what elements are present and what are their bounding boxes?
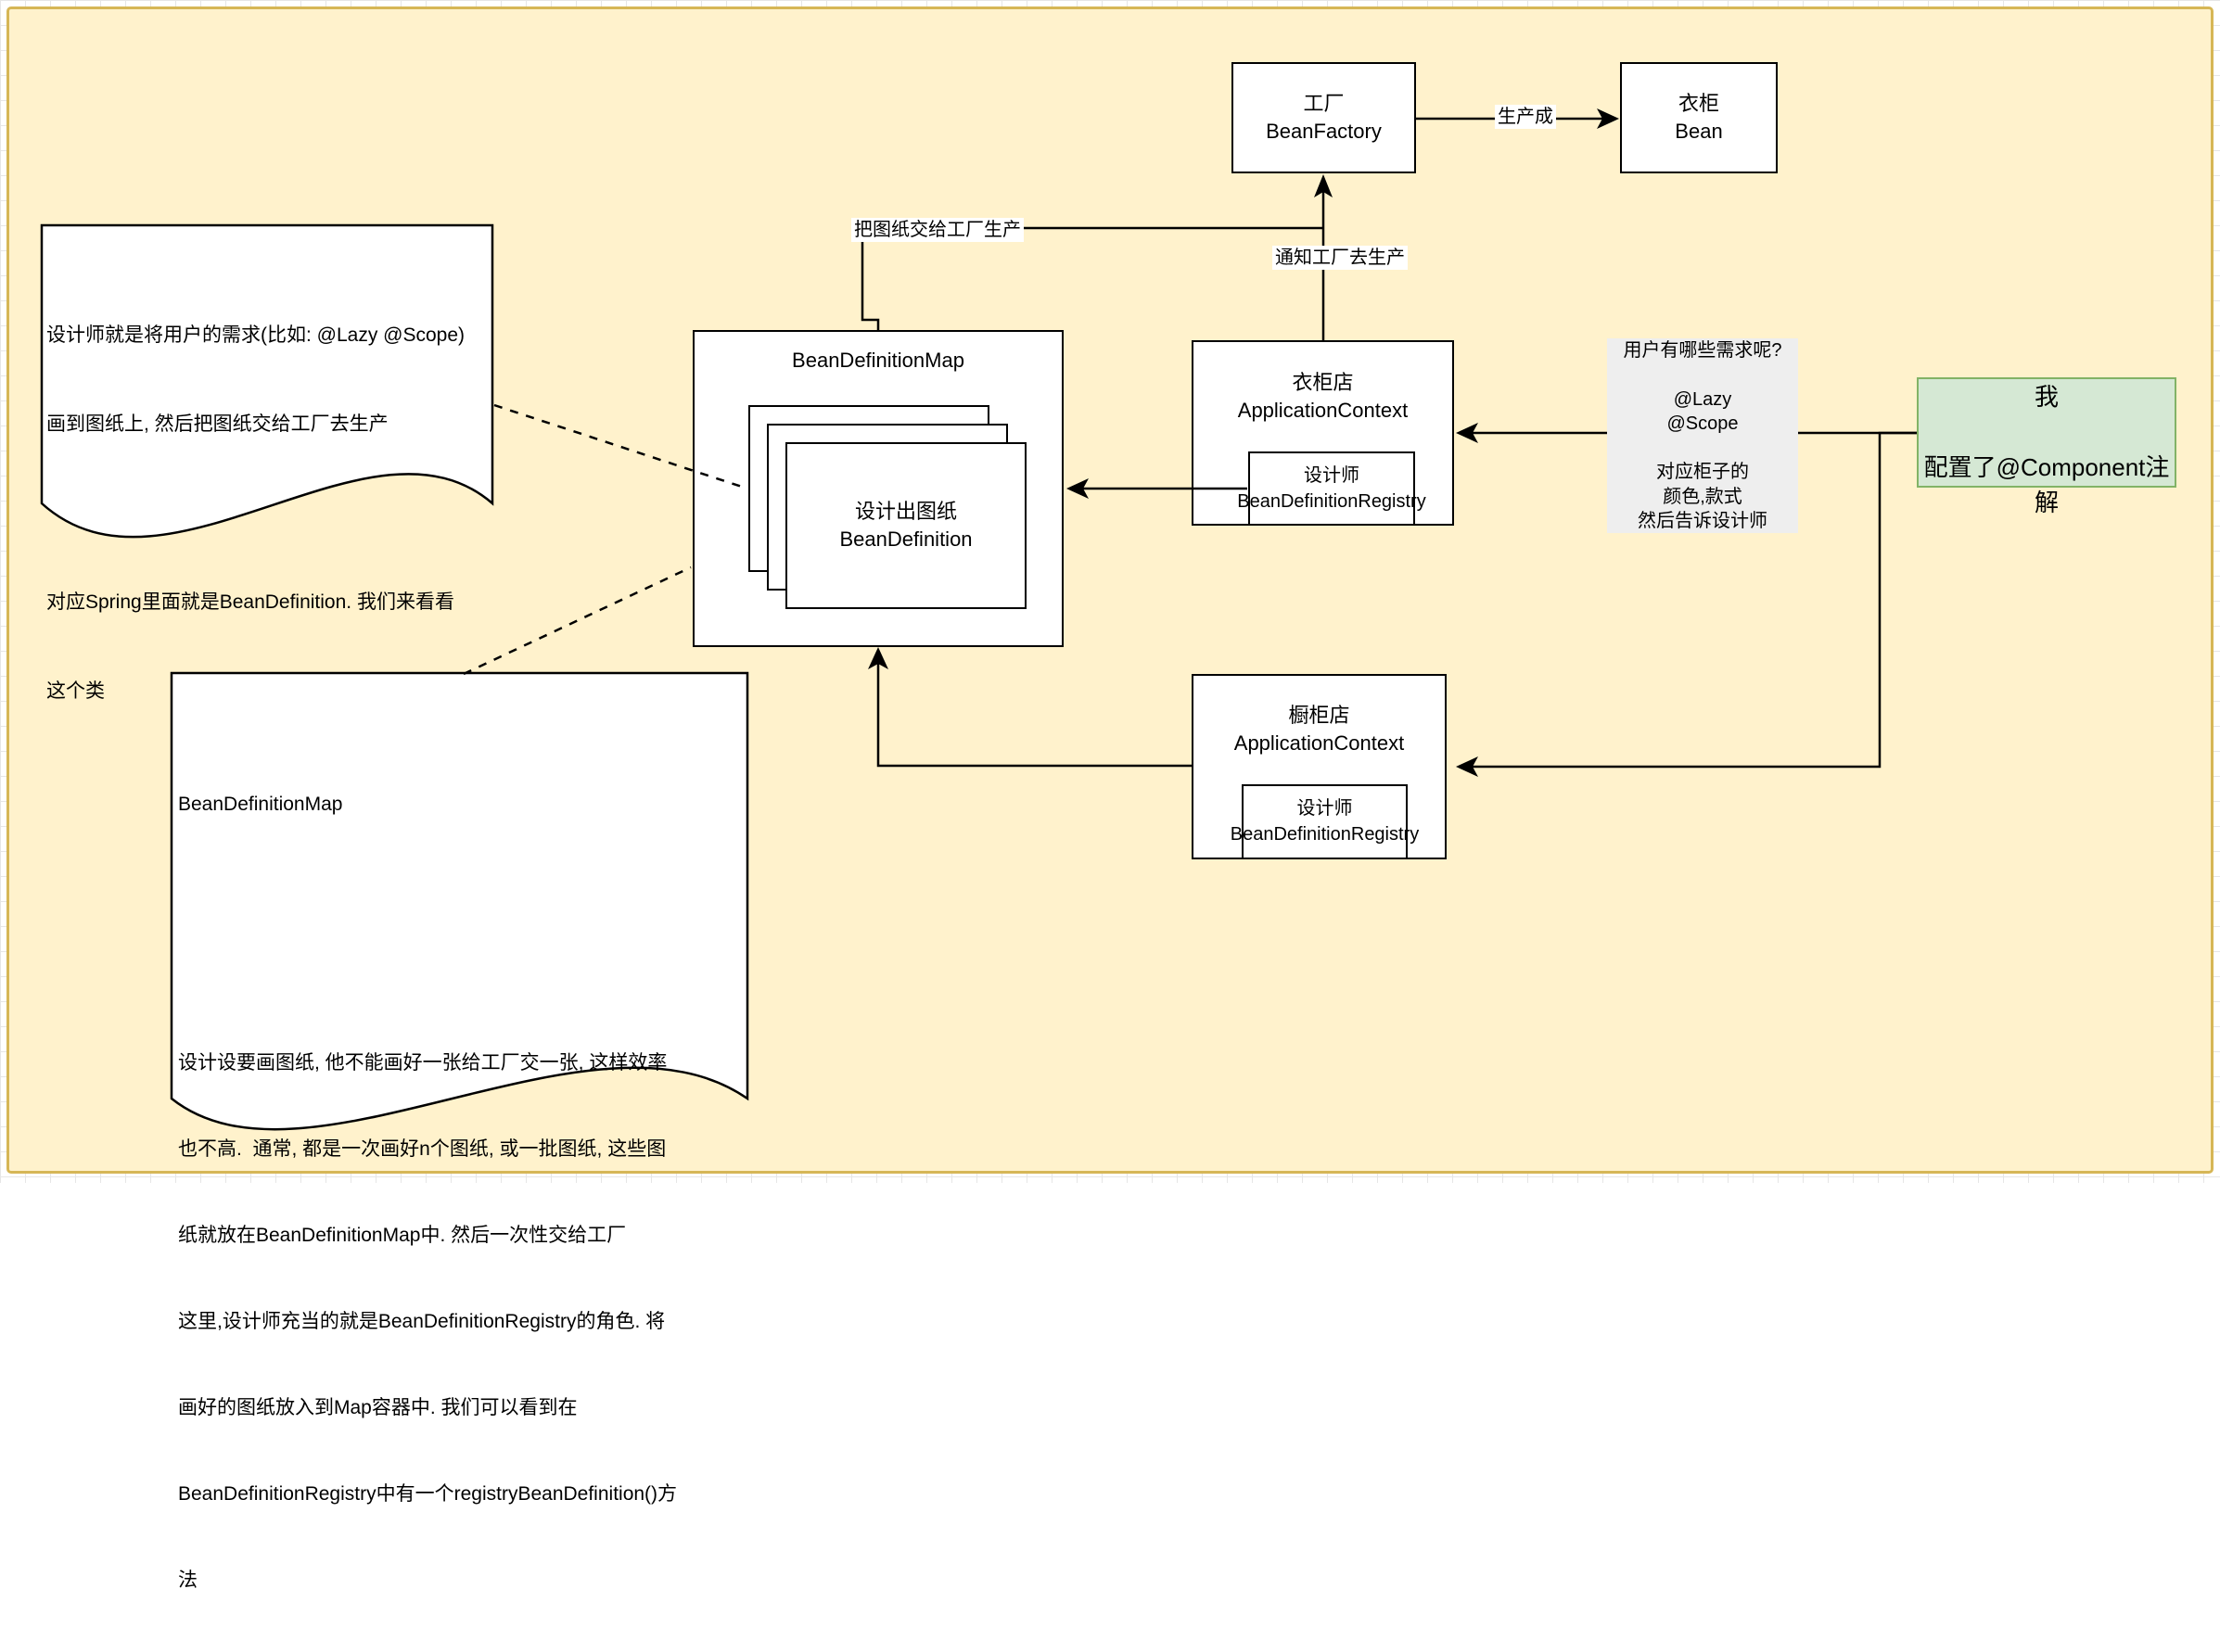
bean-label-cn: 衣柜 xyxy=(1678,92,1719,115)
me-label: 我 xyxy=(2034,383,2059,411)
left-note-line: 对应Spring里面就是BeanDefinition. 我们来看看 xyxy=(46,591,454,613)
paper-front[interactable]: 设计出图纸 BeanDefinition xyxy=(785,442,1027,609)
me-spacer xyxy=(1919,414,2175,450)
me-annotation-label: 配置了@Component注解 xyxy=(1923,453,2170,516)
edge-label-notify: 通知工厂去生产 xyxy=(1272,246,1408,270)
left-note-line: 设计师就是将用户的需求(比如: @Lazy @Scope) xyxy=(46,324,466,346)
arrow-cabinet-to-map[interactable] xyxy=(876,654,1192,768)
bottom-note-line: 设计设要画图纸, 他不能画好一张给工厂交一张, 这样效率 xyxy=(178,1052,668,1074)
cabinet-registry-box[interactable]: 设计师 BeanDefinitionRegistry xyxy=(1231,783,1419,859)
factory-label-cn: 工厂 xyxy=(1303,92,1345,115)
paper-label-cn: 设计出图纸 xyxy=(854,500,957,523)
wardrobe-store-label-en: ApplicationContext xyxy=(1237,399,1409,422)
left-note-text: 设计师就是将用户的需求(比如: @Lazy @Scope) 画到图纸上, 然后把… xyxy=(46,261,490,766)
gray-note-line: 对应柜子的 xyxy=(1656,462,1749,483)
cabinet-store-box[interactable]: 橱柜店 ApplicationContext 设计师 BeanDefinitio… xyxy=(1192,674,1447,859)
arrow-me-to-cabinet[interactable] xyxy=(1462,431,1917,769)
left-note-line: 这个类 xyxy=(46,680,105,702)
bottom-note-line: 这里,设计师充当的就是BeanDefinitionRegistry的角色. 将 xyxy=(178,1311,666,1332)
bottom-note-spacer xyxy=(178,962,740,991)
gray-note-line: @Lazy xyxy=(1673,388,1732,410)
user-requirements-note[interactable]: 用户有哪些需求呢? @Lazy @Scope 对应柜子的 颜色,款式 然后告诉设… xyxy=(1607,338,1798,533)
bottom-note-line: 纸就放在BeanDefinitionMap中. 然后一次性交给工厂 xyxy=(178,1225,627,1246)
bean-box[interactable]: 衣柜 Bean xyxy=(1620,62,1778,173)
beandefinitionmap-title: BeanDefinitionMap xyxy=(792,349,964,372)
gray-note-line xyxy=(1607,362,1798,387)
wardrobe-store-label-cn: 衣柜店 xyxy=(1292,371,1354,394)
wardrobe-store-box[interactable]: 衣柜店 ApplicationContext 设计师 BeanDefinitio… xyxy=(1192,340,1454,526)
cabinet-store-label-en: ApplicationContext xyxy=(1233,731,1405,755)
diagram-canvas[interactable] xyxy=(6,6,2214,1174)
factory-box[interactable]: 工厂 BeanFactory xyxy=(1231,62,1416,173)
left-note-line: 画到图纸上, 然后把图纸交给工厂去生产 xyxy=(46,413,389,435)
bottom-note-line: 也不高. 通常, 都是一次画好n个图纸, 或一批图纸, 这些图 xyxy=(178,1138,667,1160)
edge-label-produce: 生产成 xyxy=(1495,105,1556,129)
cabinet-registry-label-cn: 设计师 xyxy=(1296,798,1353,819)
bottom-note-line: 法 xyxy=(178,1569,198,1591)
cabinet-store-label-cn: 橱柜店 xyxy=(1288,704,1350,727)
paper-label-en: BeanDefinition xyxy=(839,527,973,551)
drawio-stage: 工厂 BeanFactory 衣柜 Bean BeanDefinitionMap… xyxy=(0,0,2220,1591)
cabinet-registry-label-en: BeanDefinitionRegistry xyxy=(1230,824,1420,845)
gray-note-line: @Scope xyxy=(1666,413,1739,434)
bottom-note-line: 画好的图纸放入到Map容器中. 我们可以看到在 xyxy=(178,1397,578,1418)
bottom-note-spacer xyxy=(178,876,740,905)
wardrobe-registry-label-cn: 设计师 xyxy=(1304,464,1359,486)
bean-label-en: Bean xyxy=(1675,120,1723,143)
factory-label-en: BeanFactory xyxy=(1266,120,1382,143)
wardrobe-store-label: 衣柜店 ApplicationContext xyxy=(1193,342,1452,451)
edge-label-hand-over: 把图纸交给工厂生产 xyxy=(851,218,1024,242)
wardrobe-registry-label-en: BeanDefinitionRegistry xyxy=(1237,490,1426,512)
gray-note-line: 颜色,款式 xyxy=(1663,486,1742,507)
dashed-link-left-note[interactable] xyxy=(493,403,748,490)
bottom-note-text: BeanDefinitionMap 设计设要画图纸, 他不能画好一张给工厂交一张… xyxy=(178,732,740,1652)
bottom-note-title: BeanDefinitionMap xyxy=(178,794,343,815)
gray-note-line: 然后告诉设计师 xyxy=(1638,510,1767,531)
gray-note-line xyxy=(1607,436,1798,460)
me-box[interactable]: 我 配置了@Component注解 xyxy=(1917,377,2176,516)
left-note-line xyxy=(46,499,490,528)
gray-note-line: 用户有哪些需求呢? xyxy=(1623,340,1782,361)
bottom-note-line: BeanDefinitionRegistry中有一个registryBeanDe… xyxy=(178,1483,678,1505)
cabinet-store-label: 橱柜店 ApplicationContext xyxy=(1193,676,1445,783)
wardrobe-registry-box[interactable]: 设计师 BeanDefinitionRegistry xyxy=(1237,451,1426,526)
